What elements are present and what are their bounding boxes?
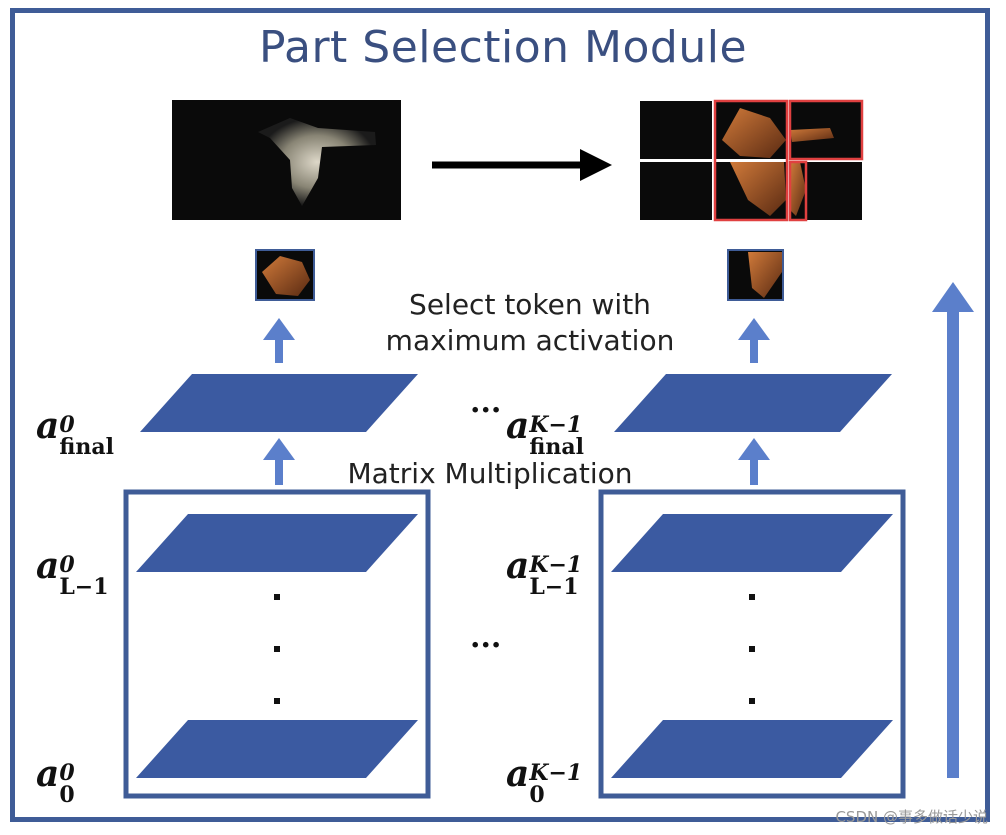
layer-stack-left [123,489,431,799]
arrow-up-left-bottom [263,438,295,485]
select-token-caption-line-2: maximum activation [385,324,675,357]
attention-map-image [172,100,401,220]
ellipsis-top: ... [470,385,502,420]
plane-final-right [614,374,892,432]
long-arrow-up [932,282,974,778]
transform-arrow [432,149,612,181]
patch-grid-image [640,99,864,222]
matrix-multiplication-caption: Matrix Multiplication [347,457,633,490]
ellipsis-middle: ... [470,620,502,655]
selected-token-right [727,249,784,301]
arrow-up-right-top [738,318,770,363]
layer-stack-right [598,489,906,799]
select-token-caption: Select token with maximum activation [330,287,730,359]
selected-token-left [255,249,315,301]
arrow-up-right-bottom [738,438,770,485]
module-title: Part Selection Module [258,22,748,73]
module-frame [10,8,990,822]
watermark: CSDN @事多做话少说 [835,808,988,826]
plane-final-left [140,374,418,432]
arrow-up-left-top [263,318,295,363]
select-token-caption-line-1: Select token with [409,288,651,321]
